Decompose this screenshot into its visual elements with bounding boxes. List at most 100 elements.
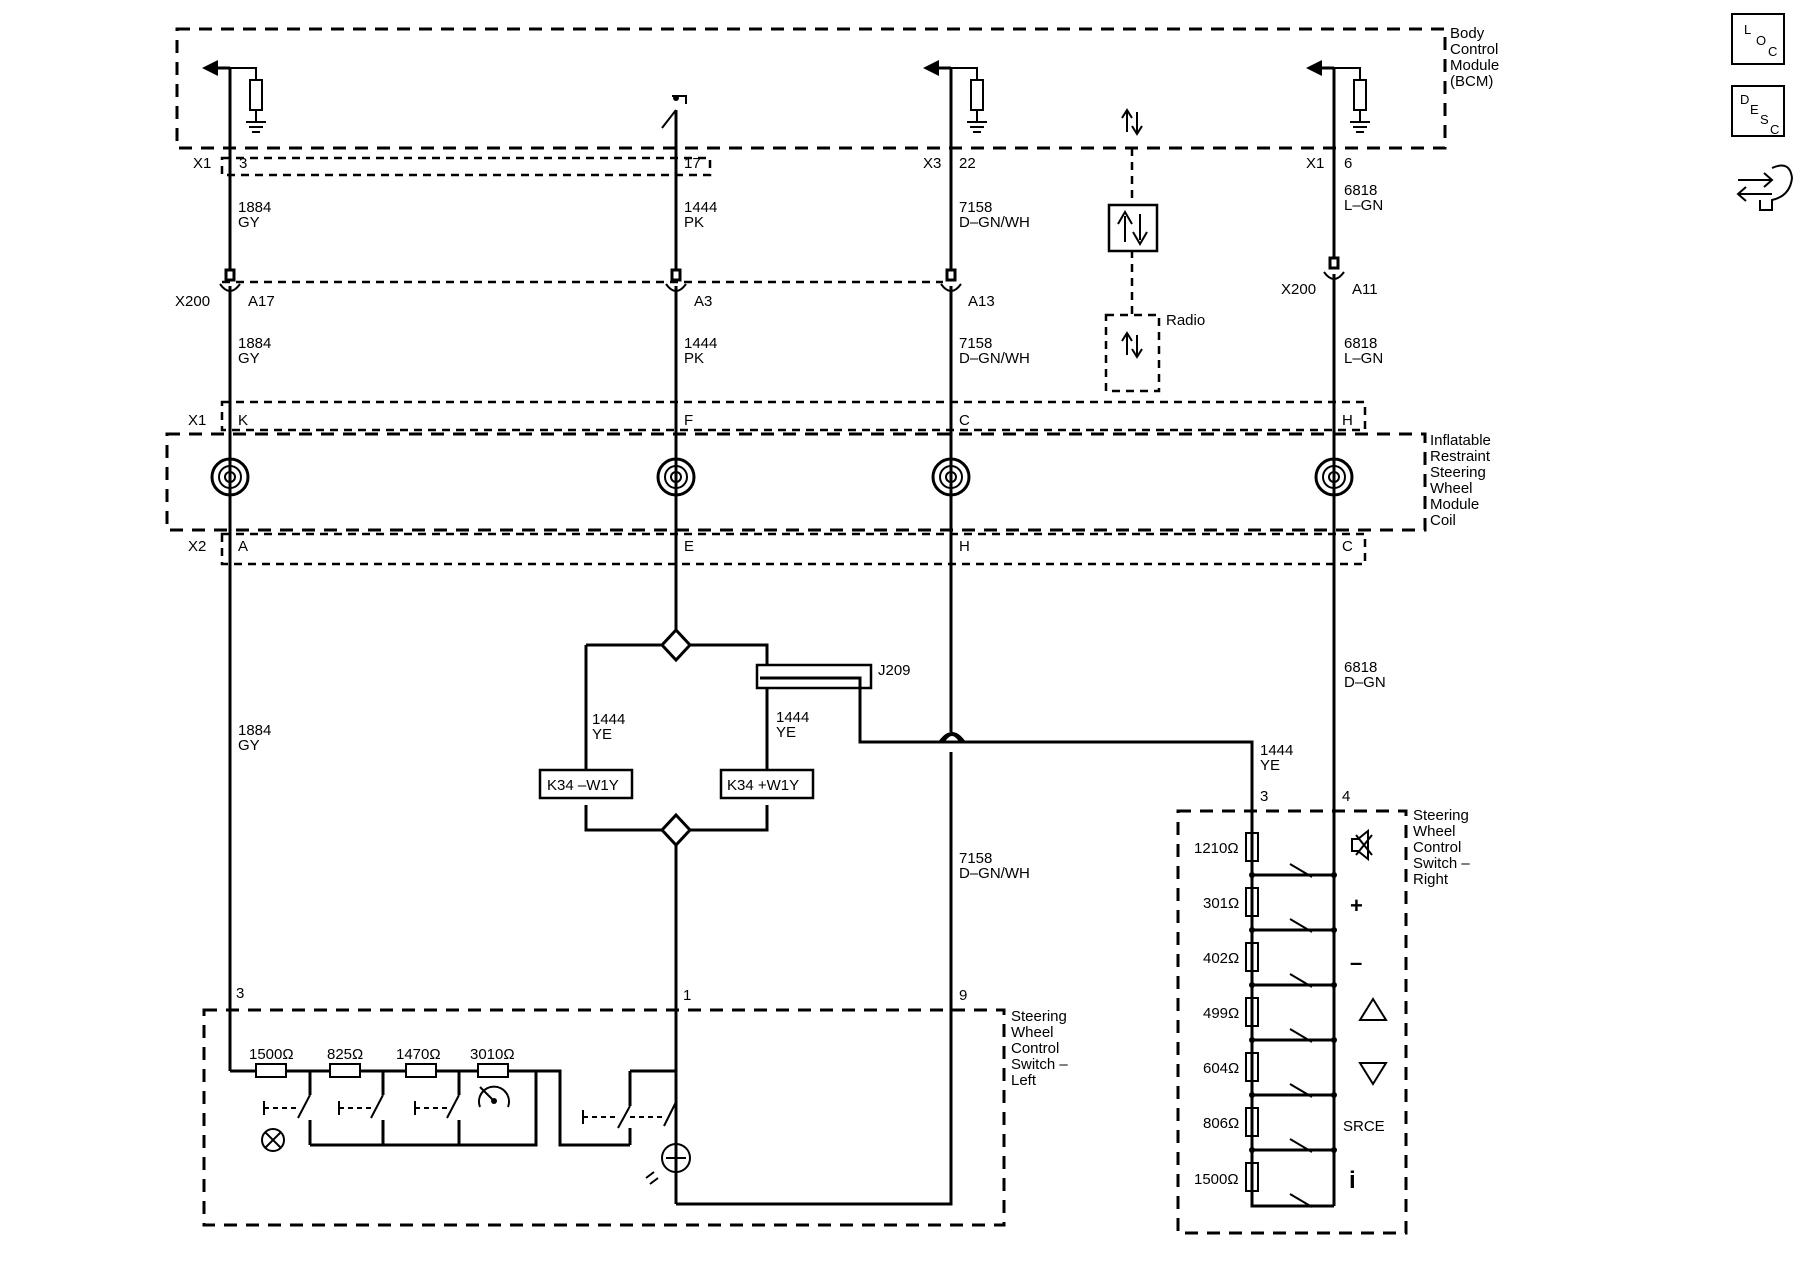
coil-connector-x2 xyxy=(220,532,1367,566)
coil-module-outline xyxy=(165,432,1427,532)
coil-symbols xyxy=(210,457,1354,497)
seek-up-icon xyxy=(1358,997,1388,1021)
circuit-1884 xyxy=(202,60,266,1071)
bcm-connector-strip xyxy=(220,156,712,177)
pin-x200-a3: A3 xyxy=(694,293,712,310)
pin-right-3: 3 xyxy=(1260,788,1268,805)
pin-left-3: 3 xyxy=(236,985,244,1002)
resistor-right-1500: 1500Ω xyxy=(1194,1171,1239,1188)
resistor-left-1470: 1470Ω xyxy=(396,1046,441,1063)
resistor-right-402: 402Ω xyxy=(1203,950,1239,967)
resistor-right-806: 806Ω xyxy=(1203,1115,1239,1132)
speedometer-icon xyxy=(478,1085,510,1108)
pin-coil-a: A xyxy=(238,538,248,555)
option-plus-label: K34 +W1Y xyxy=(727,777,799,794)
pin-right-4: 4 xyxy=(1342,788,1350,805)
resistor-left-3010: 3010Ω xyxy=(470,1046,515,1063)
pin-left-9: 9 xyxy=(959,987,967,1004)
pin-coil-h-bot: H xyxy=(959,538,970,555)
option-minus-box xyxy=(538,768,634,800)
pin-coil-k: K xyxy=(238,412,248,429)
pin-x200-a11: A11 xyxy=(1352,281,1378,298)
desc-icon: D E S C xyxy=(1731,85,1785,137)
pin-left-1: 1 xyxy=(683,987,691,1004)
info-label: i xyxy=(1349,1167,1356,1194)
pin-coil-c-top: C xyxy=(959,412,970,429)
pin-coil-f: F xyxy=(684,412,693,429)
splice-label: J209 xyxy=(878,662,911,679)
cancel-icon xyxy=(261,1128,285,1152)
left-switch-outline xyxy=(202,1008,1006,1227)
bcm-module-outline xyxy=(175,27,1447,150)
svg-text:D: D xyxy=(1740,92,1749,107)
connector-icon xyxy=(1736,164,1794,211)
connector-x200-left: X200 xyxy=(175,293,210,310)
pin-coil-h-top: H xyxy=(1342,412,1353,429)
radio-data-arrows xyxy=(1121,331,1143,359)
pin-bcm-17: 17 xyxy=(684,155,701,172)
pin-coil-e: E xyxy=(684,538,694,555)
wire-1444-ye-to-right xyxy=(760,676,1254,808)
mute-icon xyxy=(1351,828,1373,862)
pin-coil-c-bot: C xyxy=(1342,538,1353,555)
seek-down-icon xyxy=(1358,1062,1388,1086)
pin-x200-a13: A13 xyxy=(968,293,995,310)
circuit-6818 xyxy=(1306,60,1370,1206)
source-label: SRCE xyxy=(1343,1118,1385,1135)
pin-bcm-3: 3 xyxy=(239,155,247,172)
option-minus-label: K34 –W1Y xyxy=(547,777,619,794)
pin-bcm-22: 22 xyxy=(959,155,976,172)
radio-serial-data xyxy=(1107,108,1159,315)
coil-connector-x1 xyxy=(220,400,1367,432)
svg-text:S: S xyxy=(1760,112,1769,127)
right-resistor-ladder xyxy=(1245,808,1337,1208)
connector-x200-right: X200 xyxy=(1281,281,1316,298)
backlight-lamp-icon xyxy=(645,1143,691,1185)
connector-x3: X3 xyxy=(923,155,941,172)
coil-connector-x1-label: X1 xyxy=(188,412,206,429)
option-plus-box xyxy=(719,768,815,800)
connector-x1-right: X1 xyxy=(1306,155,1324,172)
right-switch-outline xyxy=(1176,809,1408,1235)
resistor-right-301: 301Ω xyxy=(1203,895,1239,912)
connector-x1-left: X1 xyxy=(193,155,211,172)
radio-module-outline xyxy=(1104,313,1161,393)
svg-text:L: L xyxy=(1744,22,1751,37)
resistor-left-1500: 1500Ω xyxy=(249,1046,294,1063)
left-resistor-ladder xyxy=(230,1063,678,1204)
loc-icon: L O C xyxy=(1731,13,1785,65)
svg-text:E: E xyxy=(1750,102,1759,117)
volume-up-label: + xyxy=(1350,893,1363,918)
radio-label: Radio xyxy=(1166,312,1205,329)
resistor-left-825: 825Ω xyxy=(327,1046,363,1063)
coil-connector-x2-label: X2 xyxy=(188,538,206,555)
resistor-right-499: 499Ω xyxy=(1203,1005,1239,1022)
pin-x200-a17: A17 xyxy=(248,293,275,310)
resistor-right-1210: 1210Ω xyxy=(1194,840,1239,857)
volume-down-label: – xyxy=(1350,950,1362,975)
svg-text:C: C xyxy=(1768,44,1777,59)
resistor-right-604: 604Ω xyxy=(1203,1060,1239,1077)
circuit-7158 xyxy=(676,60,987,1206)
svg-text:O: O xyxy=(1756,33,1766,48)
svg-text:C: C xyxy=(1770,122,1779,137)
